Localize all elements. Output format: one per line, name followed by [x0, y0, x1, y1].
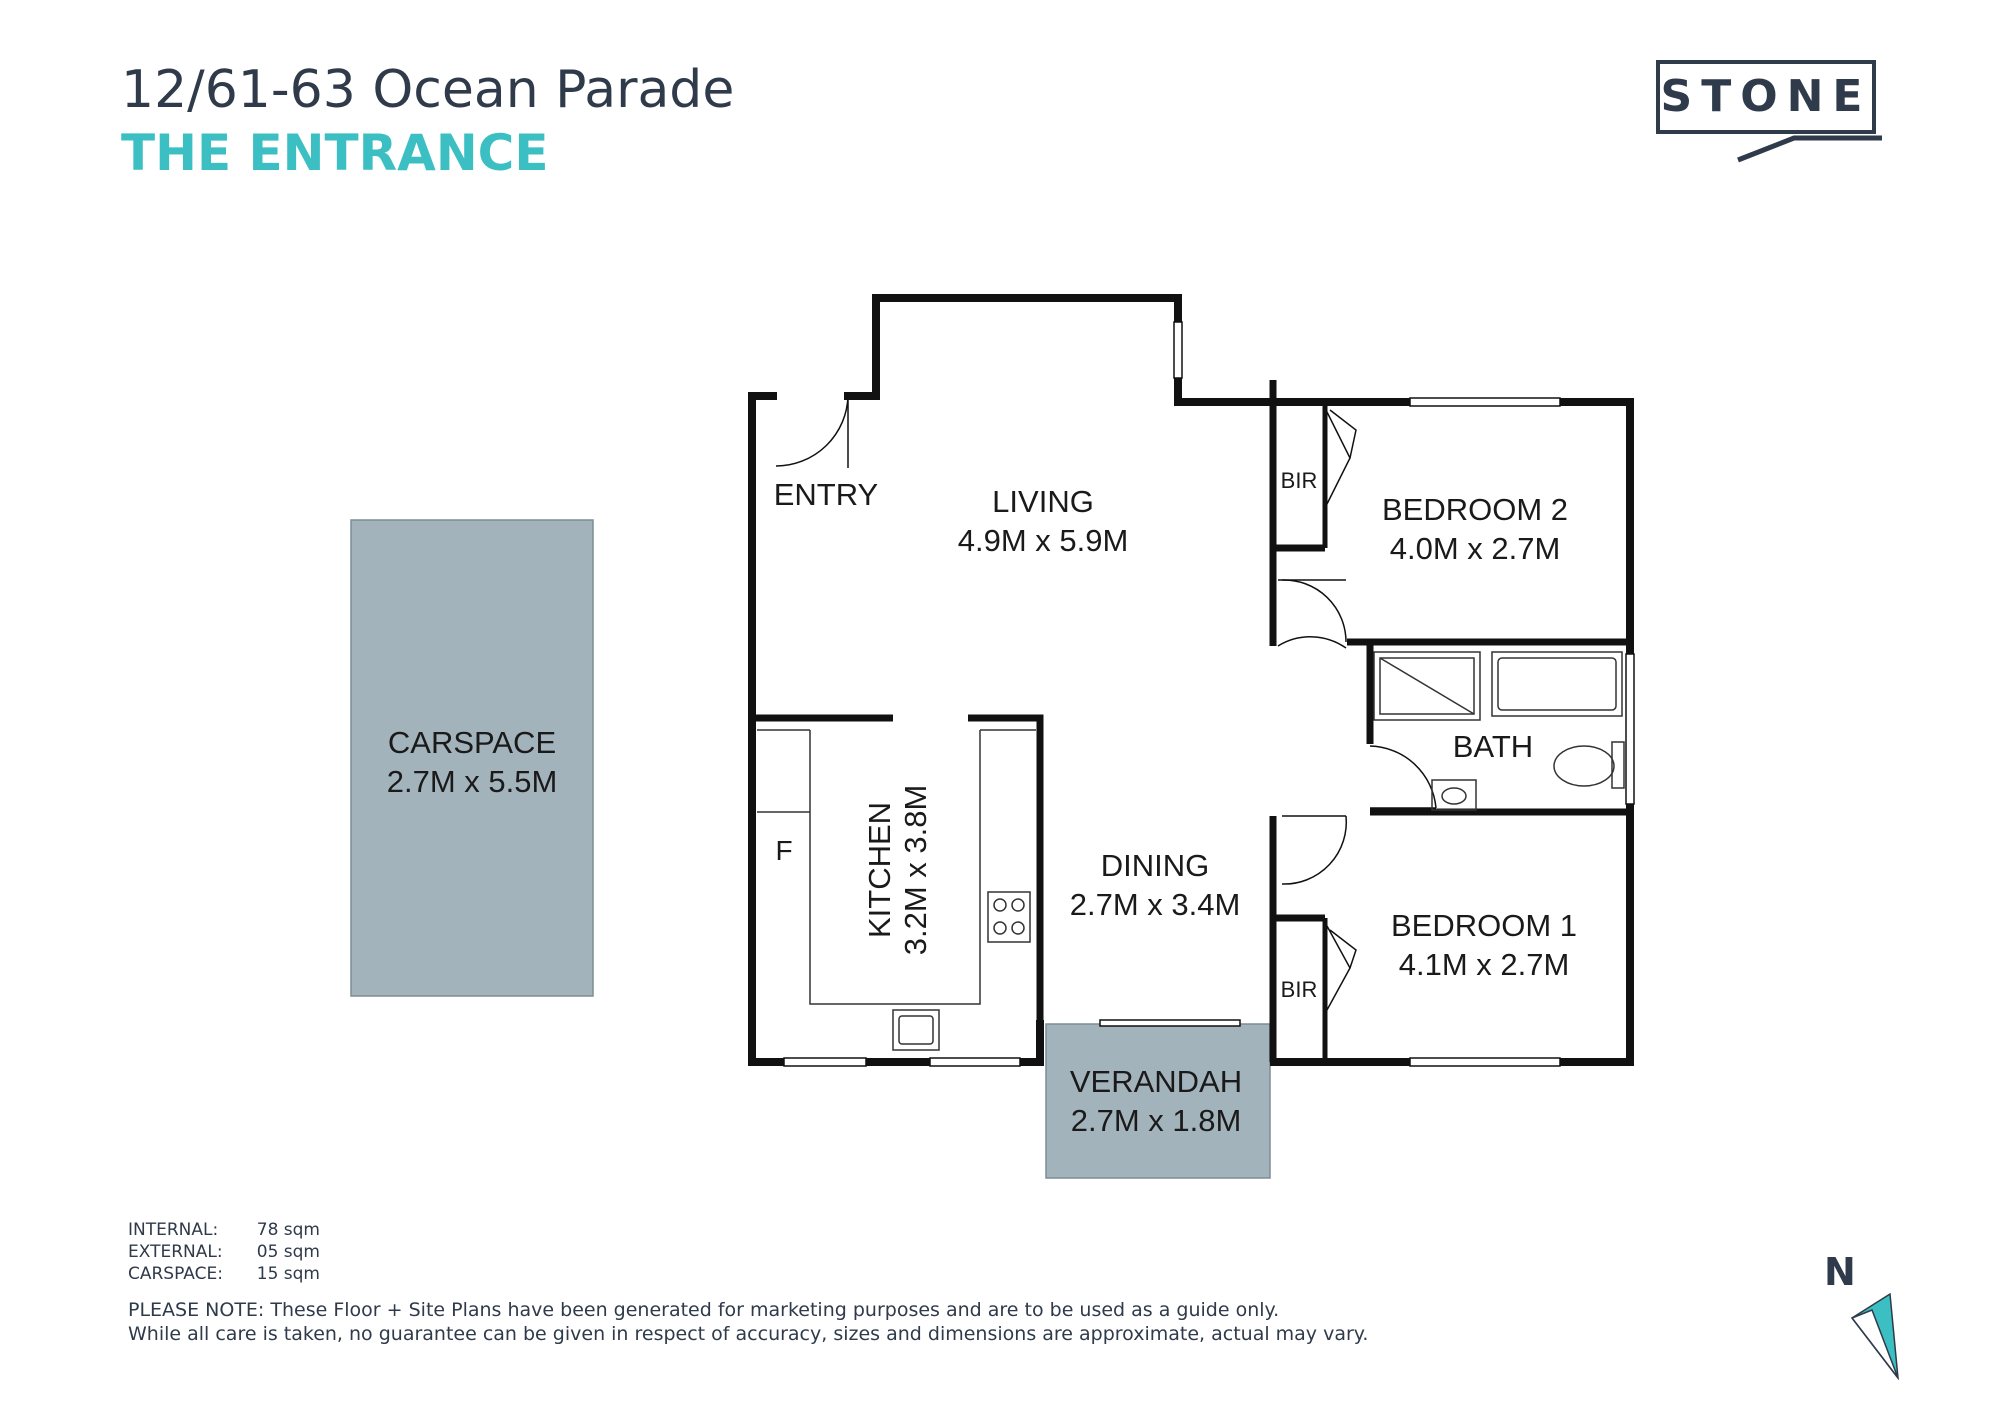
area-value: 78 sqm	[256, 1220, 320, 1240]
stone-logo: STONE	[1656, 60, 1884, 172]
room-bath-label: BATH	[1453, 729, 1533, 764]
disclaimer-line: PLEASE NOTE: These Floor + Site Plans ha…	[128, 1299, 1280, 1321]
kitchen-fittings	[757, 729, 1036, 1051]
door-swings	[775, 395, 1437, 885]
suburb-subtitle: THE ENTRANCE	[121, 124, 549, 182]
room-carspace-size: 2.7M x 5.5M	[387, 764, 558, 799]
room-labels: ENTRY LIVING 4.9M x 5.9M BEDROOM 2 4.0M …	[387, 477, 1577, 1138]
room-dining-label: DINING	[1101, 848, 1210, 883]
area-row: CARSPACE: 15 sqm	[128, 1263, 320, 1285]
area-row: INTERNAL: 78 sqm	[128, 1219, 320, 1241]
north-label: N	[1824, 1250, 1856, 1294]
closet-doors	[1326, 409, 1357, 1011]
logo-frame	[1656, 60, 1876, 134]
room-entry-label: ENTRY	[774, 477, 879, 512]
area-label: INTERNAL:	[128, 1220, 219, 1240]
room-bedroom2-size: 4.0M x 2.7M	[1390, 531, 1561, 566]
area-label: CARSPACE:	[128, 1264, 223, 1284]
room-dining-size: 2.7M x 3.4M	[1070, 887, 1241, 922]
area-value: 15 sqm	[256, 1264, 320, 1284]
interior-walls	[752, 380, 1630, 1062]
room-bedroom2-label: BEDROOM 2	[1382, 492, 1568, 527]
room-living-size: 4.9M x 5.9M	[958, 523, 1129, 558]
room-verandah-label: VERANDAH	[1070, 1064, 1242, 1099]
logo-tail-icon	[1737, 135, 1882, 163]
carspace-area	[350, 519, 594, 997]
fridge-label: F	[775, 835, 792, 866]
room-carspace-label: CARSPACE	[388, 725, 556, 760]
area-row: EXTERNAL: 05 sqm	[128, 1241, 320, 1263]
north-arrow-icon	[1850, 1292, 1899, 1380]
bath-fittings	[1373, 651, 1625, 811]
disclaimer: PLEASE NOTE: These Floor + Site Plans ha…	[128, 1298, 1368, 1346]
verandah-area	[1045, 1023, 1271, 1179]
area-summary: INTERNAL: 78 sqm EXTERNAL: 05 sqm CARSPACE…	[128, 1219, 320, 1285]
disclaimer-line: While all care is taken, no guarantee ca…	[128, 1323, 1369, 1345]
area-label: EXTERNAL:	[128, 1242, 223, 1262]
room-kitchen-size: 3.2M x 3.8M	[898, 785, 933, 956]
room-bedroom1-label: BEDROOM 1	[1391, 908, 1577, 943]
room-bedroom1-size: 4.1M x 2.7M	[1399, 947, 1570, 982]
bir-bottom-label: BIR	[1281, 977, 1318, 1002]
logo-wordmark: STONE	[1660, 71, 1872, 122]
room-verandah-size: 2.7M x 1.8M	[1071, 1103, 1242, 1138]
windows	[783, 321, 1635, 1067]
room-kitchen-label: KITCHEN	[862, 802, 897, 938]
bir-top-label: BIR	[1281, 468, 1318, 493]
north-arrow: N	[1820, 1250, 1900, 1380]
address-title: 12/61-63 Ocean Parade	[121, 60, 735, 120]
room-living-label: LIVING	[992, 484, 1094, 519]
area-value: 05 sqm	[256, 1242, 320, 1262]
